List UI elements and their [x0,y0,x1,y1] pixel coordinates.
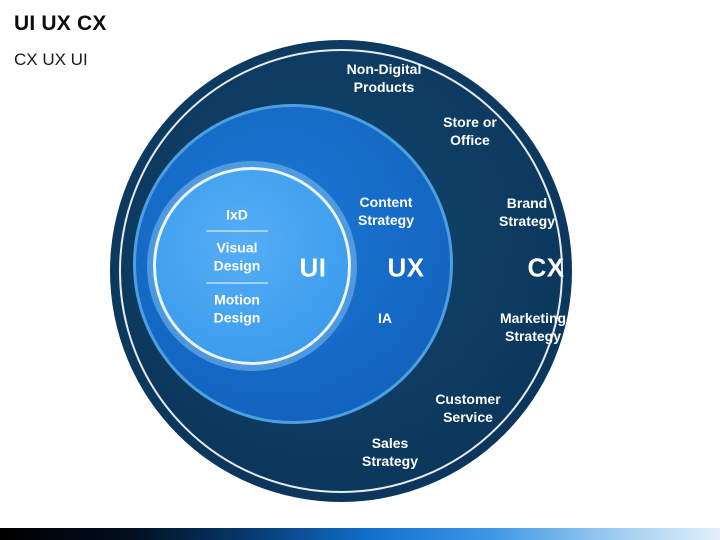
ui-items-stack: IxD Visual Design Motion Design [206,206,268,327]
label-sales-strategy: Sales Strategy [361,434,419,469]
label-store-or-office: Store or Office [443,113,497,148]
label-marketing-strategy: Marketing Strategy [499,309,567,344]
label-non-digital-products: Non-Digital Products [346,60,422,95]
cx-ring-label: CX [527,252,565,283]
label-brand-strategy: Brand Strategy [498,194,556,229]
ui-item-visual-design: Visual Design [213,239,261,274]
ui-item-motion-design: Motion Design [213,291,261,326]
label-ia: IA [378,309,392,326]
slide-title: UI UX CX [14,12,107,35]
ui-circle [153,167,351,365]
ui-item-ixd: IxD [226,206,248,223]
ux-ring-label: UX [387,252,425,283]
ui-ring-label: UI [299,252,327,283]
label-customer-service: Customer Service [435,390,501,425]
label-content-strategy: Content Strategy [357,193,415,228]
slide-subtitle: CX UX UI [14,50,88,69]
bottom-accent-bar [0,528,720,540]
separator-line [206,230,268,232]
separator-line [206,282,268,284]
cx-inner-ring [119,49,563,493]
